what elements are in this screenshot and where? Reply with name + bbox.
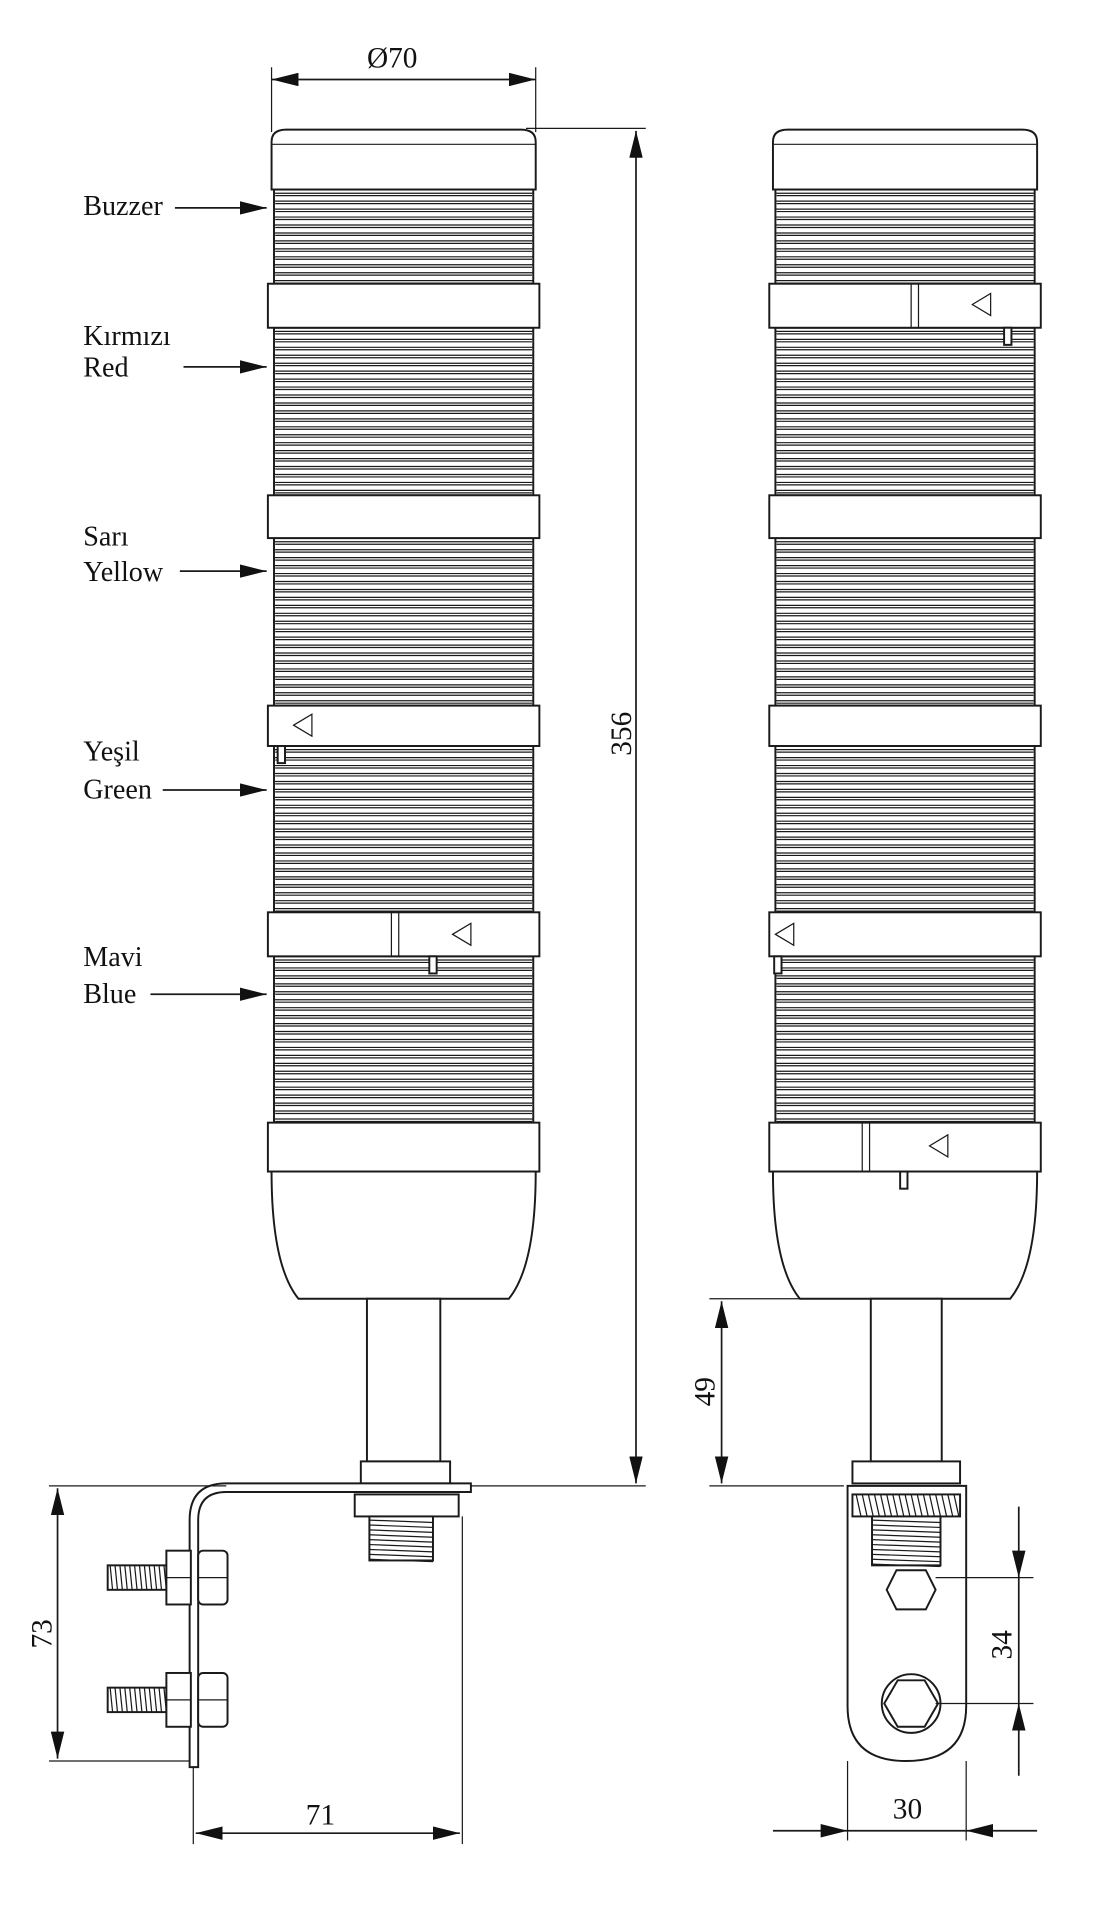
- tier-labels: Buzzer Kırmızı Red Sarı Yellow Yeşil Gre…: [83, 191, 267, 1010]
- latch-tab: [1003, 326, 1013, 346]
- dimensions: Ø70 356 73 71 49 34 30: [26, 42, 1038, 1845]
- label-green-tr: Yeşil: [83, 737, 140, 768]
- dim-pole: 49: [689, 1377, 721, 1406]
- alignment-triangle-icon: [971, 292, 992, 317]
- tier-ring-2: [266, 704, 541, 747]
- base-dome: [270, 1170, 537, 1300]
- latch-tab: [276, 745, 286, 765]
- top-cap: [771, 128, 1039, 191]
- threaded-stub: [368, 1515, 434, 1562]
- front-view: [106, 128, 541, 1769]
- label-yellow-en: Yellow: [83, 557, 164, 588]
- latch-tab: [899, 1170, 909, 1190]
- side-view: [768, 128, 1042, 1762]
- alignment-triangle-icon: [451, 922, 472, 947]
- dim-bracket-width: 71: [306, 1800, 335, 1832]
- mounting-pole: [869, 1297, 943, 1463]
- dim-hole-spacing: 34: [986, 1630, 1018, 1660]
- upper-bolt-hex: [885, 1569, 937, 1611]
- tier-lens-0: [774, 188, 1036, 285]
- dim-diameter: Ø70: [367, 42, 418, 74]
- tier-ring-2: [768, 704, 1042, 747]
- lower-nut: [353, 1493, 460, 1518]
- tier-ring-0: [768, 282, 1042, 329]
- tier-ring-4: [266, 1121, 541, 1173]
- label-red-tr: Kırmızı: [83, 321, 171, 352]
- tier-ring-3: [266, 911, 541, 958]
- label-green-en: Green: [83, 775, 152, 806]
- tier-ring-0: [266, 282, 541, 329]
- latch-tab: [773, 955, 783, 975]
- label-blue-en: Blue: [83, 979, 136, 1010]
- dim-bracket-face: 30: [893, 1793, 922, 1825]
- mounting-pole: [365, 1297, 442, 1463]
- dim-bracket-height: 73: [26, 1619, 58, 1648]
- alignment-triangle-icon: [774, 922, 795, 947]
- tier-ring-1: [768, 494, 1042, 540]
- dim-height: 356: [606, 712, 638, 756]
- tier-ring-3: [768, 911, 1042, 958]
- top-cap: [270, 128, 537, 191]
- label-buzzer: Buzzer: [83, 191, 163, 222]
- latch-tab: [428, 955, 438, 975]
- label-yellow-tr: Sarı: [83, 521, 128, 552]
- label-red-en: Red: [83, 353, 128, 384]
- pole-nut: [359, 1460, 452, 1485]
- tier-ring-4: [768, 1121, 1042, 1173]
- label-blue-tr: Mavi: [83, 942, 143, 973]
- base-dome: [771, 1170, 1039, 1300]
- alignment-triangle-icon: [292, 713, 313, 738]
- tier-ring-1: [266, 494, 541, 540]
- pole-nut: [851, 1460, 962, 1485]
- alignment-triangle-icon: [928, 1133, 949, 1158]
